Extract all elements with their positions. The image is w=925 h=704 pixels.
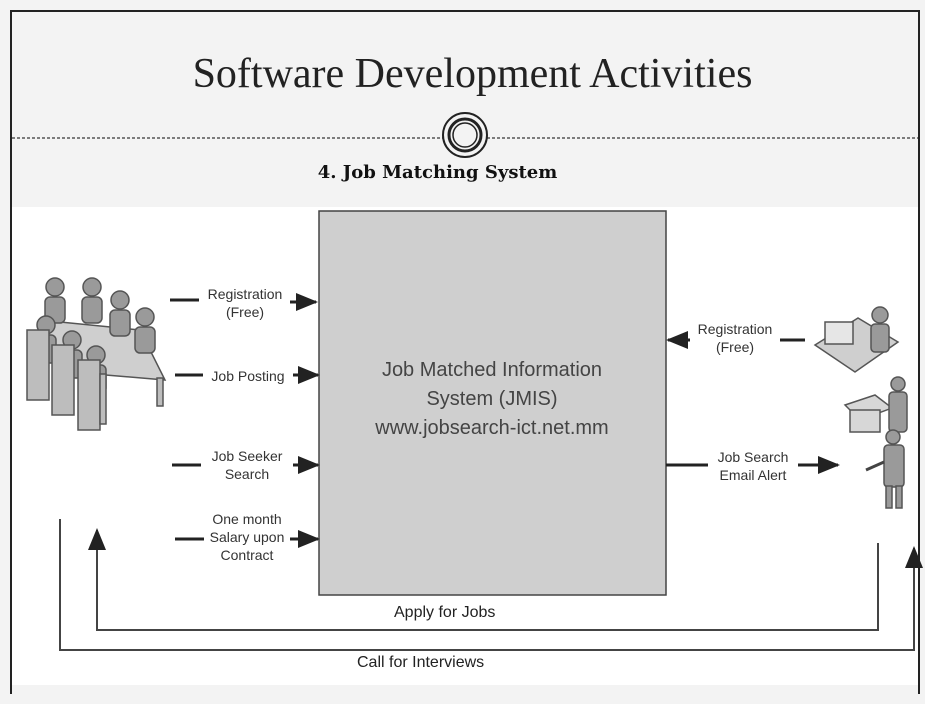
job-seekers-icon xyxy=(813,306,908,509)
label-line: Job Search xyxy=(717,449,789,465)
left-flow-arrows xyxy=(170,293,320,548)
label-line: Search xyxy=(224,466,270,482)
label-line: Registration xyxy=(697,321,773,337)
apply-loop xyxy=(88,528,879,631)
slide-frame xyxy=(10,10,920,694)
label-line: Contract xyxy=(220,547,274,563)
fee-label: One month Salary upon Contract xyxy=(203,510,291,564)
label-line: Email Alert xyxy=(719,467,787,483)
job-seeker-search-label: Job Seeker Search xyxy=(201,447,293,483)
employer-registration-label: Registration (Free) xyxy=(199,285,291,321)
employers-meeting-icon xyxy=(26,277,167,431)
system-name-line2: System (JMIS) xyxy=(426,388,558,410)
job-search-alert-label: Job Search Email Alert xyxy=(707,448,799,484)
jmis-system-box xyxy=(318,210,667,596)
label-line: Registration xyxy=(207,286,283,302)
slide-title: Software Development Activities xyxy=(192,51,753,97)
seeker-registration-label: Registration (Free) xyxy=(688,320,782,356)
system-description: Job Matched Information System (JMIS) ww… xyxy=(322,356,662,443)
label-line: Salary upon xyxy=(209,529,285,545)
system-name-line1: Job Matched Information xyxy=(381,359,603,381)
call-loop xyxy=(59,519,923,651)
job-posting-label: Job Posting xyxy=(211,368,285,384)
apply-for-jobs-label: Apply for Jobs xyxy=(394,604,496,621)
label-line: (Free) xyxy=(225,304,265,320)
label-line: (Free) xyxy=(715,339,755,355)
label-line: One month xyxy=(212,511,282,527)
slide-subtitle: 4. Job Matching System xyxy=(317,162,558,183)
right-flow-arrows xyxy=(666,331,840,474)
title-ornament-icon xyxy=(442,112,488,158)
system-url: www.jobsearch-ict.net.mm xyxy=(375,417,609,439)
call-for-interviews-label: Call for Interviews xyxy=(357,654,485,671)
label-line: Job Seeker xyxy=(211,448,283,464)
